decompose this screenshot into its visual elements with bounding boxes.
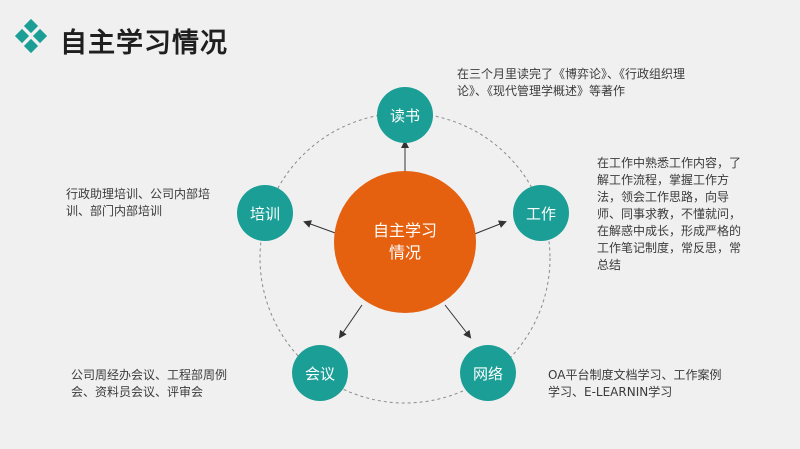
center-label-line1: 自主学习 <box>372 221 437 240</box>
node-reading-label: 读书 <box>389 106 420 125</box>
node-meeting-label: 会议 <box>304 364 335 383</box>
arrow-to-training <box>303 220 339 235</box>
center-node: 自主学习 情况 <box>334 171 476 313</box>
desc-work: 在工作中熟悉工作内容，了解工作流程，掌握工作方法，领会工作思路，向导师、同事求教… <box>597 156 742 272</box>
node-reading: 读书 <box>377 87 433 143</box>
node-meeting: 会议 <box>292 345 348 401</box>
page-title: 自主学习情况 <box>60 28 228 59</box>
desc-reading: 在三个月里读完了《博弈论》、《行政组织理论》、《现代管理学概述》等著作 <box>457 67 686 98</box>
node-training: 培训 <box>237 185 293 241</box>
desc-meeting: 公司周经办会议、工程部周例会、资料员会议、评审会 <box>71 368 228 399</box>
node-work: 工作 <box>513 185 569 241</box>
node-network-label: 网络 <box>472 364 503 383</box>
orbit-ring <box>259 112 551 404</box>
arrow-to-meeting <box>338 304 363 339</box>
arrow-to-work <box>471 220 507 236</box>
desc-training: 行政助理培训、公司内部培训、部门内部培训 <box>66 187 211 218</box>
arrow-to-network <box>444 304 472 339</box>
node-work-label: 工作 <box>525 204 556 223</box>
desc-network: OA平台制度文档学习、工作案例学习、E-LEARNIN学习 <box>548 368 722 399</box>
node-network: 网络 <box>460 345 516 401</box>
node-training-label: 培训 <box>249 204 280 223</box>
center-label-line2: 情况 <box>388 243 421 262</box>
